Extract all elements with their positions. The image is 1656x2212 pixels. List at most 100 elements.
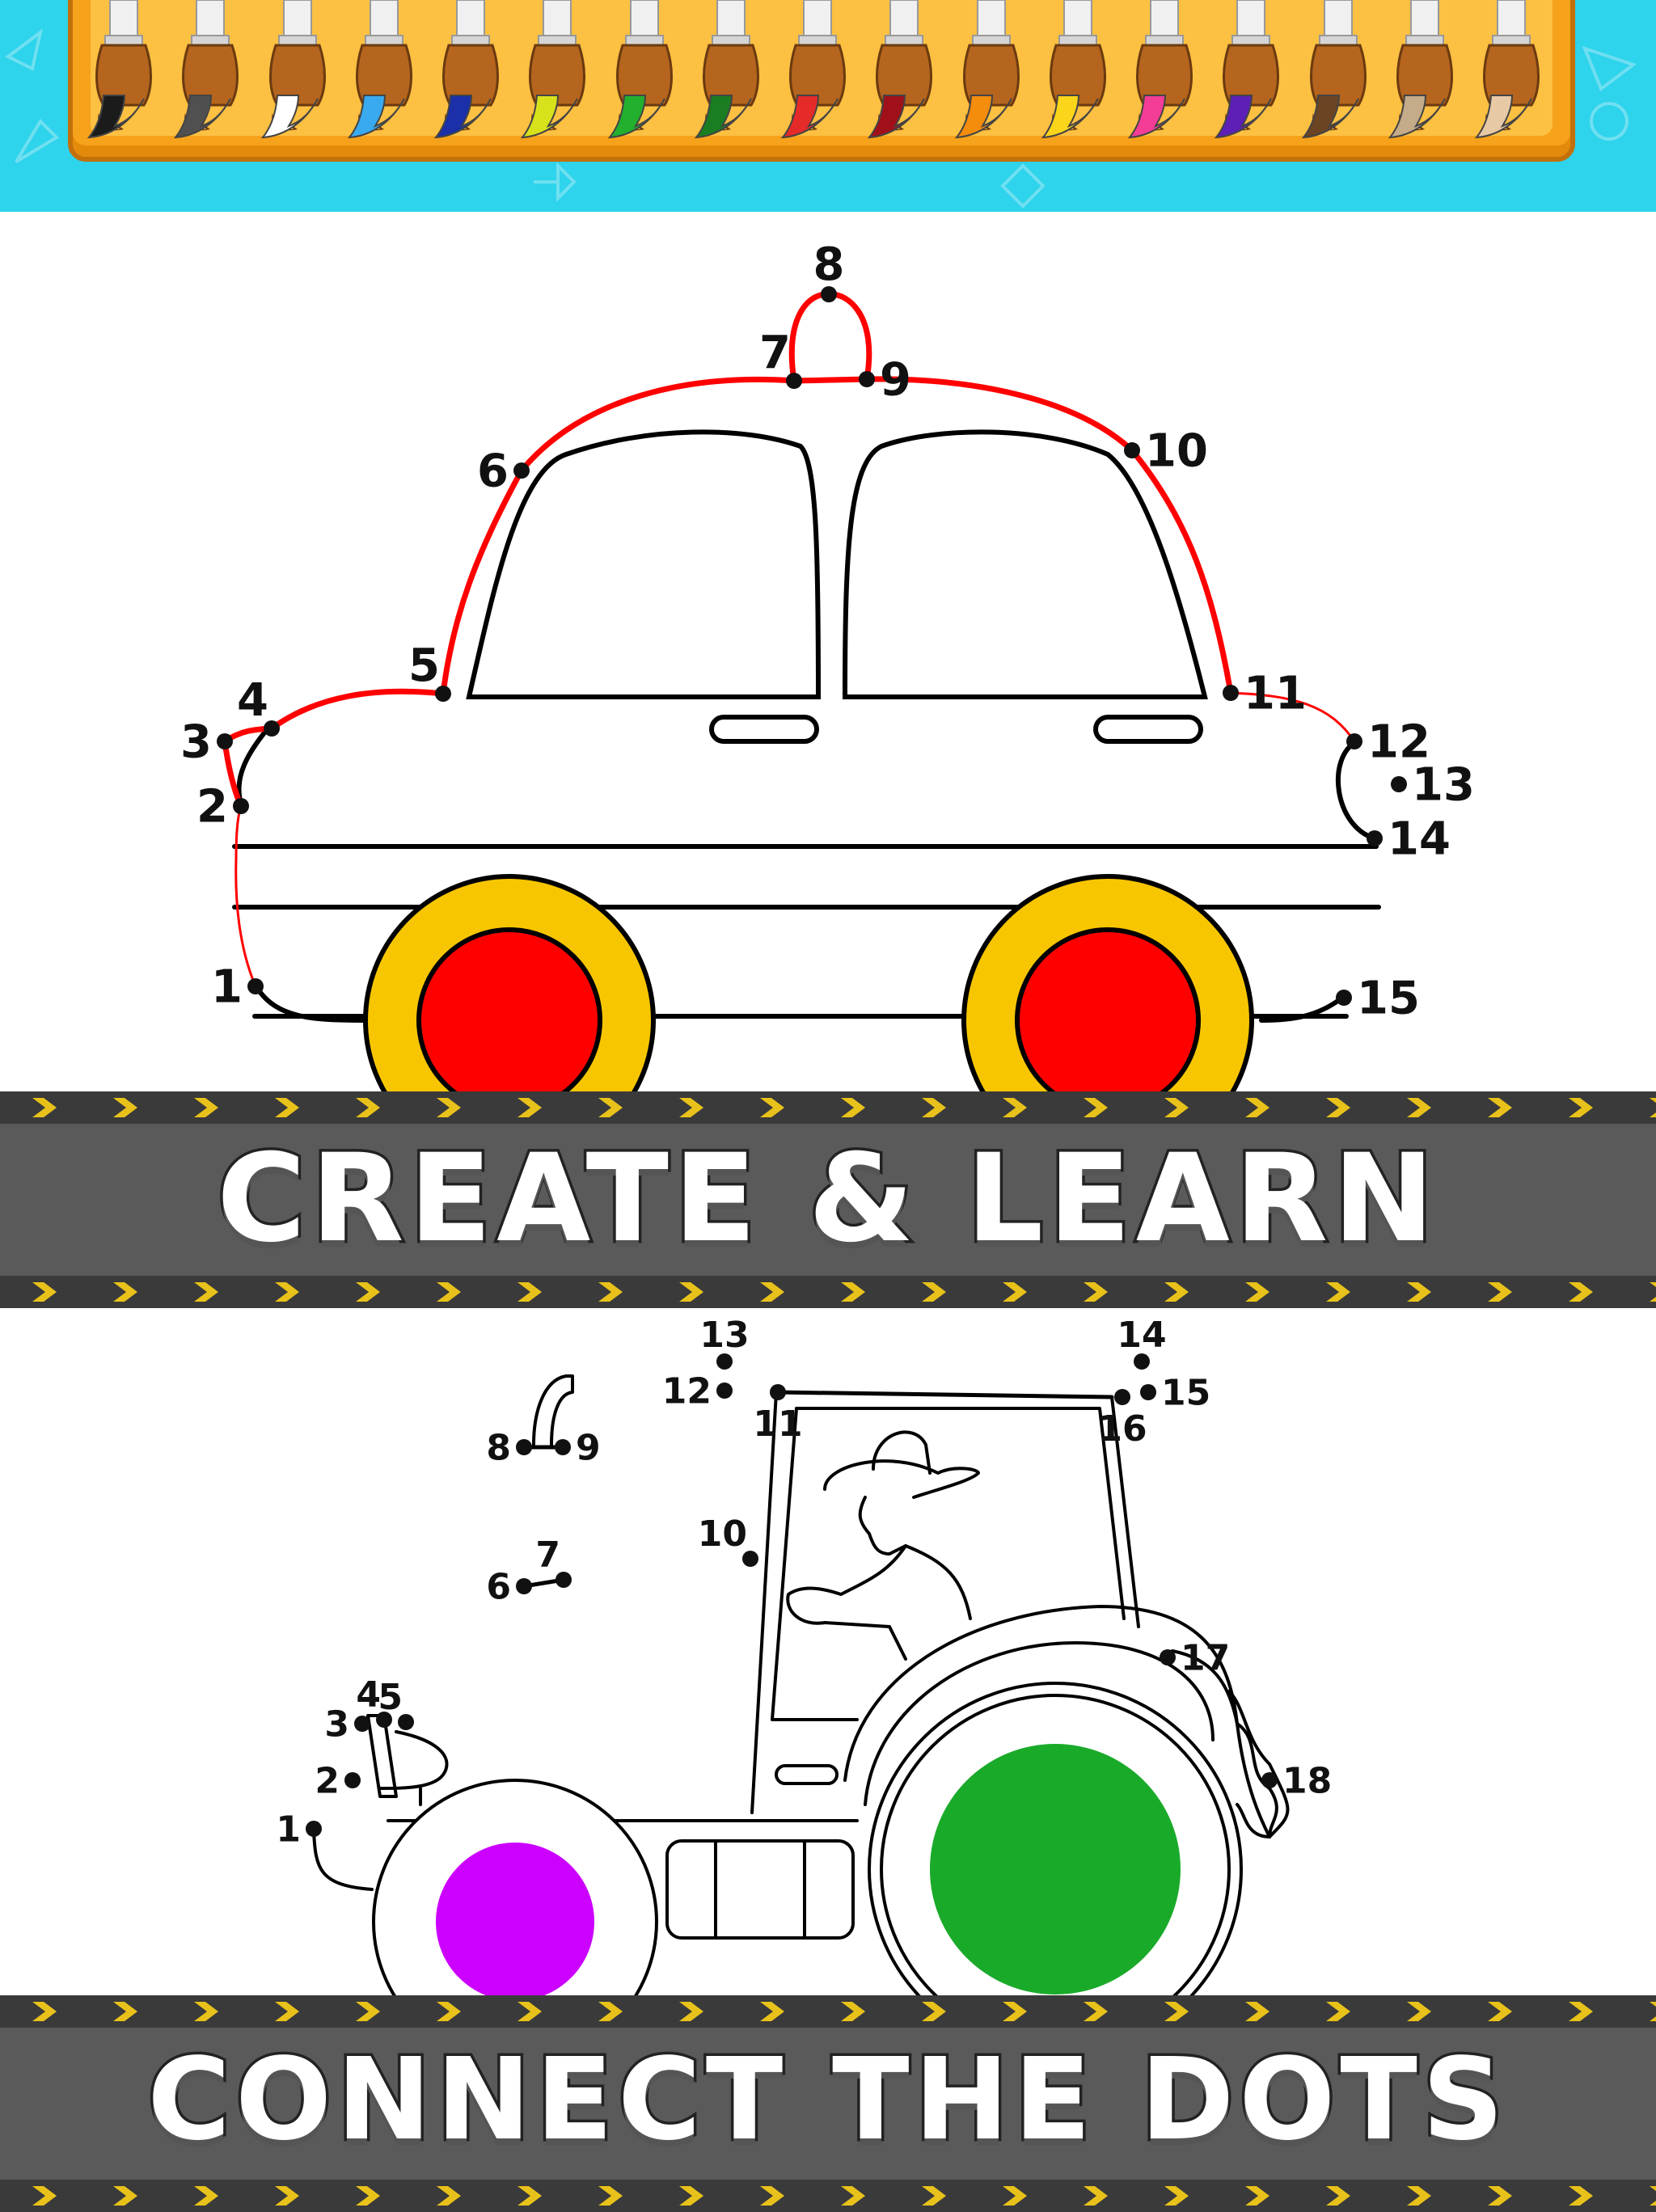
hazard-stripe-bottom: [0, 1276, 1656, 1308]
chevron-mark: [841, 2002, 865, 2021]
tractor-dot-5[interactable]: [398, 1714, 414, 1730]
chevron-mark: [841, 1282, 865, 1302]
brush-dark-red[interactable]: [868, 0, 940, 154]
brush-dark-gray[interactable]: [174, 0, 247, 154]
brush-green[interactable]: [607, 0, 681, 154]
chevron-mark: [1407, 1098, 1431, 1117]
chevron-mark: [1569, 1098, 1593, 1117]
chevron-mark: [1650, 2002, 1656, 2021]
tractor-dot-6[interactable]: [516, 1578, 532, 1594]
car-dot-11[interactable]: [1223, 685, 1239, 701]
chevron-mark: [437, 1098, 461, 1117]
car-front-hub: [1015, 927, 1201, 1101]
tractor-dot-9[interactable]: [555, 1439, 571, 1455]
tractor-dot-3[interactable]: [354, 1716, 370, 1732]
tractor-outline: [312, 1374, 1290, 1940]
chevron-mark: [113, 1282, 137, 1302]
brush-tan[interactable]: [1388, 0, 1461, 154]
brush-row: [87, 0, 1559, 162]
tractor-dot-label-16: 16: [1097, 1408, 1147, 1450]
car-dot-3[interactable]: [217, 733, 233, 749]
chevron-mark: [1084, 1098, 1108, 1117]
chevron-mark: [1650, 1098, 1656, 1117]
tractor-dot-label-7: 7: [535, 1534, 560, 1576]
car-dot-label-1: 1: [211, 961, 243, 1014]
car-dot-1[interactable]: [247, 978, 264, 994]
tractor-dot-11[interactable]: [770, 1384, 786, 1400]
chevron-mark: [1245, 2186, 1269, 2206]
tractor-dot-4[interactable]: [376, 1712, 392, 1728]
tractor-partial-lines: [522, 1390, 1114, 1589]
chevron-mark: [194, 1098, 218, 1117]
tractor-dot-17[interactable]: [1160, 1649, 1176, 1665]
chevron-mark: [356, 1282, 380, 1302]
chevron-mark: [1245, 1282, 1269, 1302]
brush-orange[interactable]: [954, 0, 1028, 154]
car-dot-label-15: 15: [1357, 973, 1420, 1025]
chevron-mark: [598, 2002, 623, 2021]
brush-dark-green[interactable]: [694, 0, 767, 154]
tractor-dot-10[interactable]: [742, 1551, 758, 1567]
chevron-mark: [1488, 1282, 1512, 1302]
tractor-dot-7[interactable]: [556, 1572, 572, 1588]
connect-dots-banner: CONNECT THE DOTS: [0, 1995, 1656, 2212]
tractor-dot-12[interactable]: [716, 1382, 733, 1399]
brush-sky-blue[interactable]: [347, 0, 420, 154]
car-dot-8[interactable]: [821, 286, 837, 302]
tractor-dot-1[interactable]: [306, 1821, 322, 1837]
tractor-dot-2[interactable]: [344, 1772, 361, 1788]
brush-black[interactable]: [87, 0, 160, 154]
tractor-dot-label-1: 1: [276, 1809, 301, 1850]
brush-yellow-green[interactable]: [521, 0, 594, 154]
chevron-mark: [760, 1098, 784, 1117]
car-dot-15[interactable]: [1336, 990, 1352, 1006]
chevron-mark: [518, 2002, 542, 2021]
brush-purple[interactable]: [1215, 0, 1287, 154]
car-dot-10[interactable]: [1124, 442, 1140, 458]
chevron-mark: [1407, 2186, 1431, 2206]
car-dot-9[interactable]: [859, 371, 875, 387]
brush-pink[interactable]: [1128, 0, 1201, 154]
brush-white[interactable]: [260, 0, 334, 154]
tractor-dot-label-5: 5: [378, 1677, 403, 1718]
tractor-dot-16[interactable]: [1114, 1389, 1130, 1405]
car-dot-5[interactable]: [435, 686, 451, 702]
car-dot-13[interactable]: [1391, 776, 1407, 792]
brush-peach[interactable]: [1475, 0, 1548, 154]
chevron-mark: [32, 2186, 57, 2206]
tractor-dot-label-4: 4: [356, 1674, 381, 1716]
chevron-mark: [1164, 1098, 1189, 1117]
tractor-dot-8[interactable]: [516, 1439, 532, 1455]
chevron-mark: [437, 2002, 461, 2021]
chevron-mark: [760, 1282, 784, 1302]
brush-navy[interactable]: [434, 0, 507, 154]
car-dot-4[interactable]: [264, 720, 280, 737]
car-dot-7[interactable]: [786, 373, 802, 389]
tractor-dot-label-3: 3: [324, 1703, 349, 1745]
brush-red[interactable]: [781, 0, 854, 154]
brush-yellow[interactable]: [1041, 0, 1114, 154]
chevron-mark: [1326, 2002, 1350, 2021]
chevron-mark: [32, 2002, 57, 2021]
hazard-stripe-top: [0, 1995, 1656, 2028]
tractor-dot-18[interactable]: [1261, 1772, 1278, 1788]
car-dot-2[interactable]: [233, 798, 249, 814]
car-dot-14[interactable]: [1367, 830, 1383, 846]
tractor-dot-13[interactable]: [716, 1353, 733, 1370]
tractor-dot-14[interactable]: [1134, 1353, 1150, 1370]
chevron-mark: [1650, 1282, 1656, 1302]
banner-title-create-learn: CREATE & LEARN: [214, 1128, 1439, 1271]
car-dot-12[interactable]: [1346, 733, 1362, 749]
car-dot-label-12: 12: [1367, 716, 1430, 769]
car-dot-6[interactable]: [513, 462, 530, 479]
palette-bar: [0, 0, 1656, 212]
car-dot-label-11: 11: [1244, 668, 1307, 720]
car-dot-label-9: 9: [880, 354, 911, 407]
brush-brown[interactable]: [1301, 0, 1375, 154]
tractor-dot-15[interactable]: [1140, 1384, 1156, 1400]
chevron-mark: [1488, 1098, 1512, 1117]
